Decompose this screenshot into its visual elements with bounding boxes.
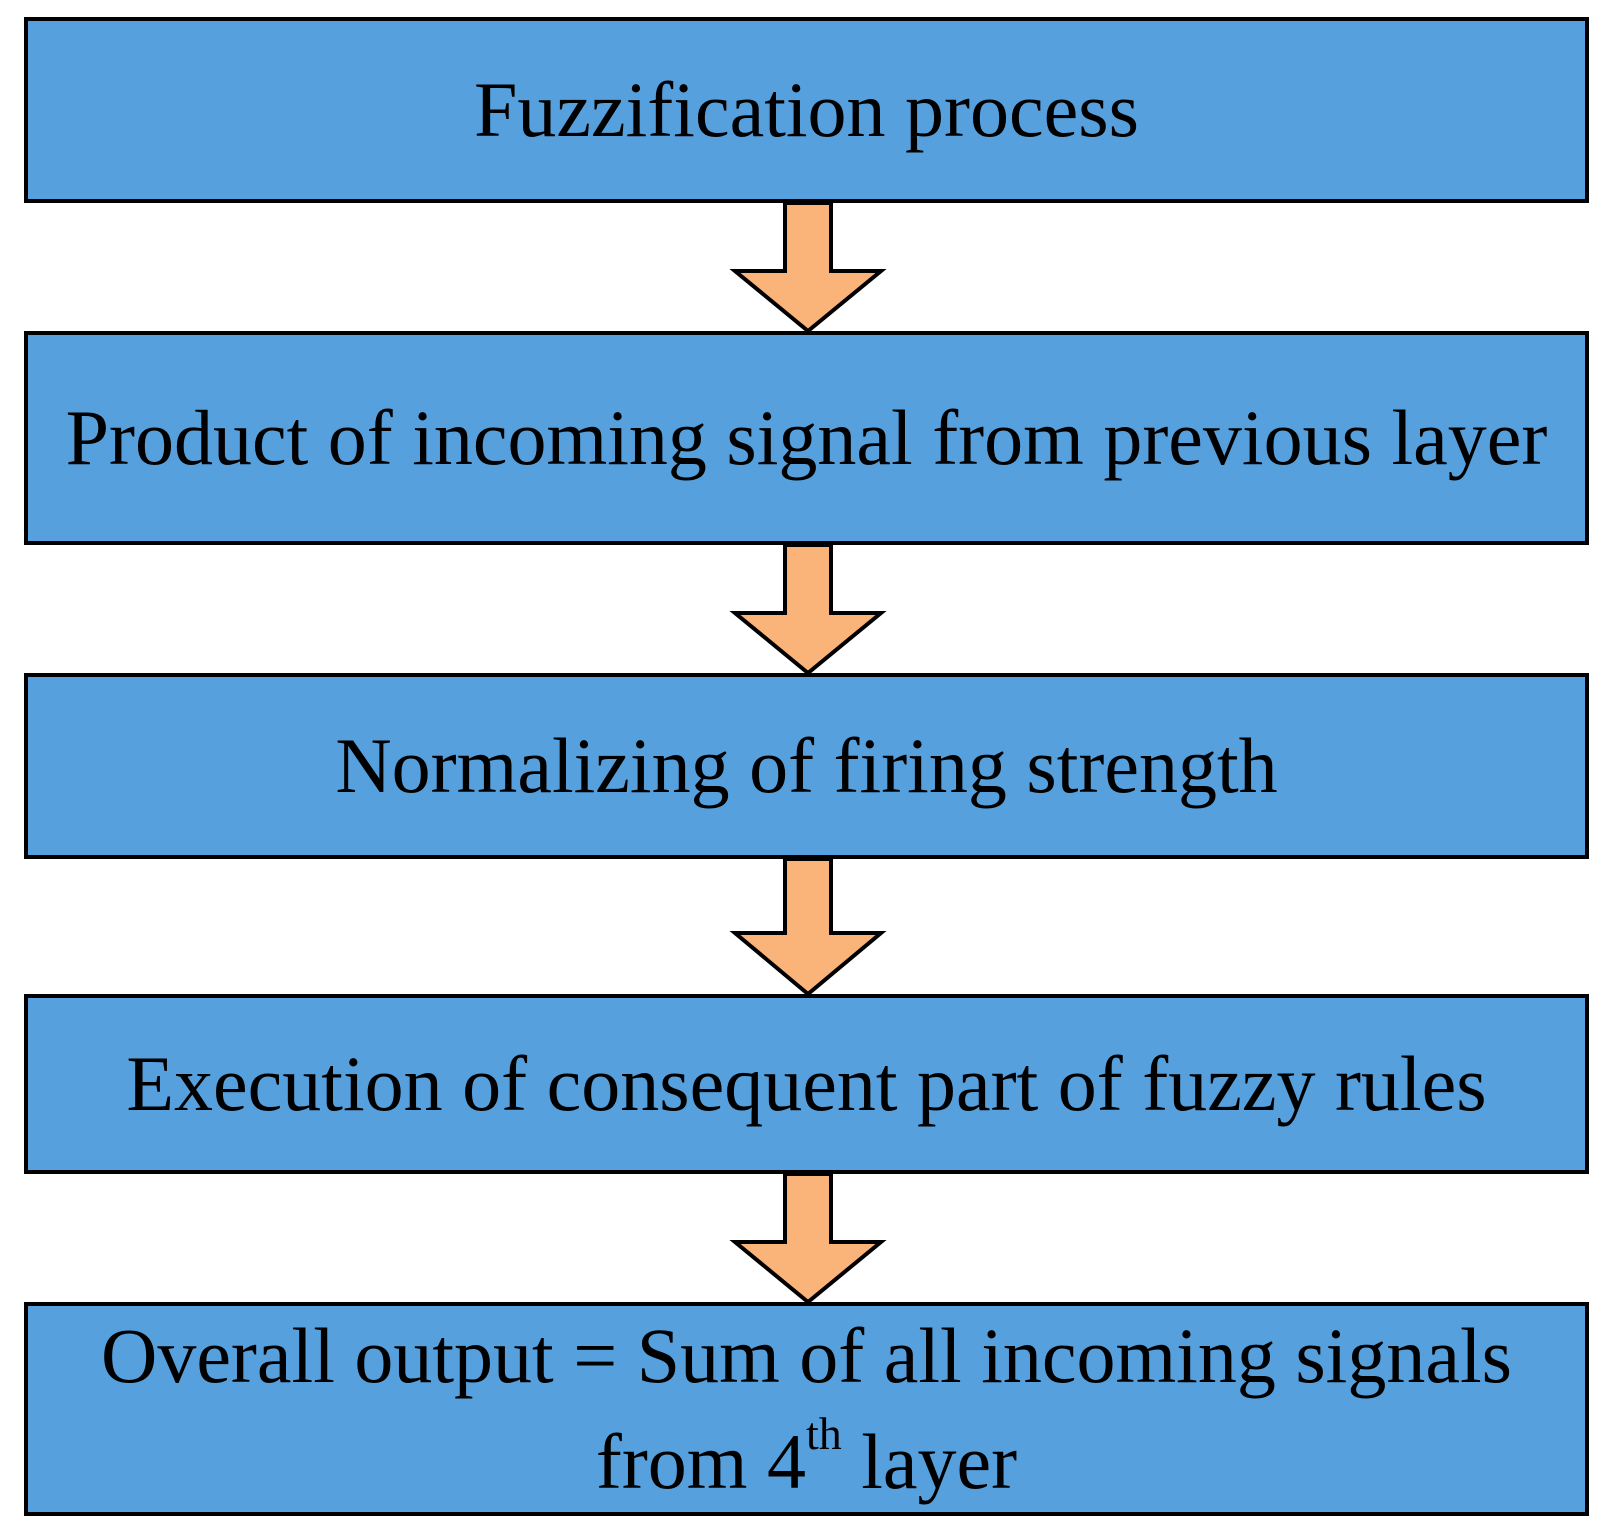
down-arrow-icon: [729, 543, 887, 676]
down-arrow-icon: [729, 1172, 887, 1305]
step-label-tail: layer: [841, 1418, 1018, 1505]
step-label-main: Overall output = Sum of all incoming sig…: [100, 1311, 1512, 1505]
step-label: Overall output = Sum of all incoming sig…: [48, 1303, 1565, 1515]
step-box-fuzzification: Fuzzification process: [24, 17, 1589, 203]
down-arrow-icon: [729, 857, 887, 997]
step-label: Normalizing of firing strength: [335, 721, 1278, 809]
step-box-normalizing: Normalizing of firing strength: [24, 673, 1589, 859]
step-box-product: Product of incoming signal from previous…: [24, 331, 1589, 545]
step-box-overall-output: Overall output = Sum of all incoming sig…: [24, 1302, 1589, 1516]
step-label: Product of incoming signal from previous…: [65, 393, 1548, 481]
step-label-superscript: th: [805, 1408, 842, 1459]
step-label: Execution of consequent part of fuzzy ru…: [126, 1039, 1487, 1127]
step-label: Fuzzification process: [474, 65, 1139, 153]
step-box-execution: Execution of consequent part of fuzzy ru…: [24, 994, 1589, 1174]
down-arrow-icon: [729, 201, 887, 334]
